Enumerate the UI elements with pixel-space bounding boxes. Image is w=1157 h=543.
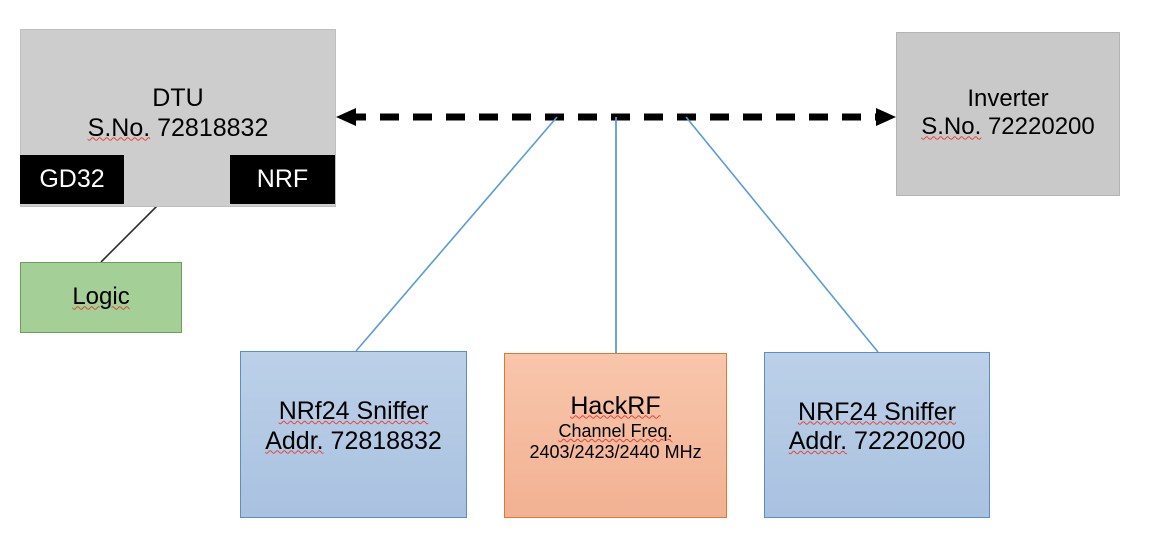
logic-label: Logic xyxy=(72,283,130,311)
inverter-serial-value: 72220200 xyxy=(987,113,1095,141)
node-inverter[interactable]: Inverter S.No. 72220200 xyxy=(896,32,1120,196)
node-nrf[interactable]: NRF xyxy=(230,155,335,204)
connector-sniffer-right-tap xyxy=(685,116,879,353)
hackrf-title: HackRF xyxy=(570,392,660,422)
sniffer-right-addr-value: 72220200 xyxy=(854,427,966,455)
sniffer-left-title: NRf24 Sniffer xyxy=(279,397,429,427)
dtu-title: DTU xyxy=(152,84,204,112)
sniffer-right-addr-line: Addr. 72220200 xyxy=(789,427,966,457)
sniffer-right-name: NRF24 Sniffer xyxy=(798,397,956,426)
hackrf-subtitle-text: Channel Freq. xyxy=(558,421,673,442)
sniffer-left-addr-line: Addr. 72818832 xyxy=(265,427,442,457)
connector-sniffer-left-tap xyxy=(355,116,558,352)
dtu-serial-line: S.No. 72818832 xyxy=(88,114,269,144)
arrowhead-right xyxy=(876,108,896,126)
dtu-serial-label: S.No. xyxy=(87,113,151,142)
hackrf-subtitle: Channel Freq. xyxy=(558,421,672,442)
inverter-title: Inverter xyxy=(967,85,1049,112)
arrowhead-left xyxy=(336,108,356,126)
connector-dtu-inverter xyxy=(336,108,896,126)
hackrf-frequencies: 2403/2423/2440 MHz xyxy=(529,442,702,463)
sniffer-left-name: NRf24 Sniffer xyxy=(278,397,429,425)
sniffer-left-addr-label: Addr. xyxy=(265,426,324,455)
node-gd32[interactable]: GD32 xyxy=(20,155,124,204)
sniffer-right-addr-label: Addr. xyxy=(788,427,848,455)
node-hackrf[interactable]: HackRF Channel Freq. 2403/2423/2440 MHz xyxy=(504,353,727,518)
inverter-serial-label: S.No. xyxy=(921,113,982,141)
dtu-serial-value: 72818832 xyxy=(157,113,269,142)
gd32-label: GD32 xyxy=(39,165,105,193)
sniffer-left-addr-value: 72818832 xyxy=(330,426,442,455)
hackrf-name: HackRF xyxy=(570,391,661,420)
node-logic[interactable]: Logic xyxy=(20,262,182,333)
sniffer-right-title: NRF24 Sniffer xyxy=(798,398,956,428)
inverter-serial-line: S.No. 72220200 xyxy=(921,113,1094,141)
node-sniffer-right[interactable]: NRF24 Sniffer Addr. 72220200 xyxy=(764,352,990,518)
nrf-label: NRF xyxy=(256,165,309,193)
node-sniffer-left[interactable]: NRf24 Sniffer Addr. 72818832 xyxy=(240,351,467,518)
